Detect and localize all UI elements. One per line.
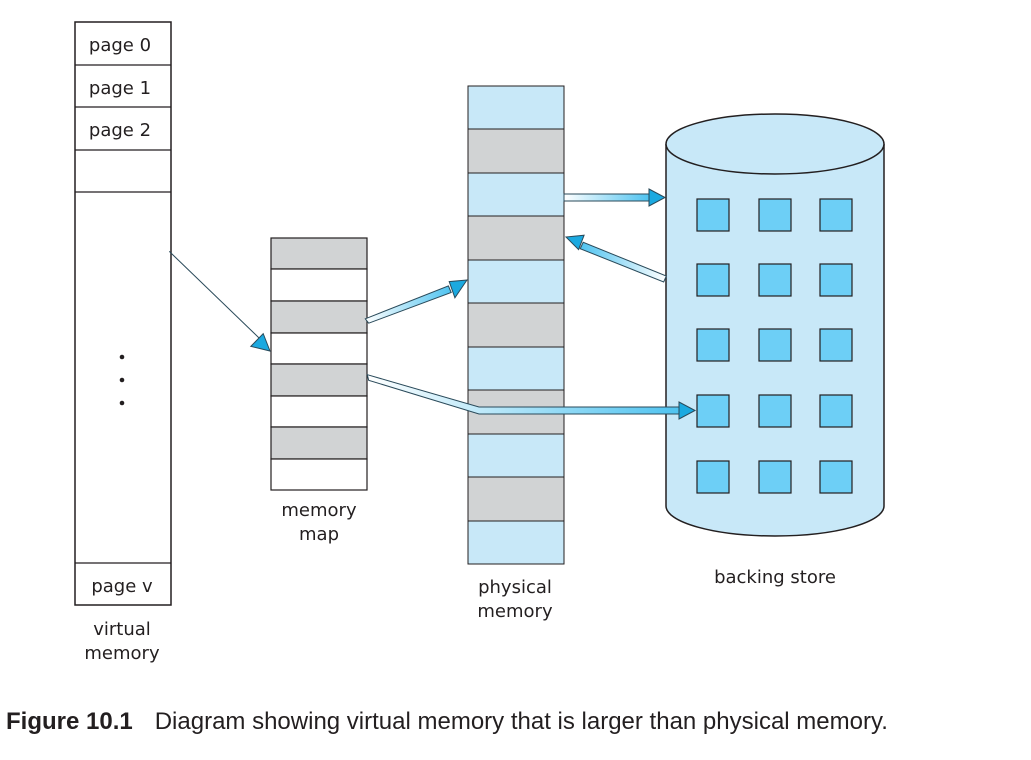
backing-store: backing store [665,113,885,588]
virtual-memory-label: memory [84,643,160,664]
physical-memory-label: physical [478,577,552,598]
arrow-physical-to-backing-store [563,188,667,207]
ellipsis-dot [119,354,125,360]
page-label: page 0 [89,35,151,56]
physical-memory-label: memory [477,601,553,622]
memory-map-label: map [299,524,339,545]
backing-store-label: backing store [714,567,836,588]
arrow-backing-store-to-physical [564,234,667,283]
arrow-map-to-physical [364,279,469,324]
figure-caption: Figure 10.1 Diagram showing virtual memor… [6,708,888,736]
physical-memory: physical memory [467,85,565,622]
page-label: page v [91,576,153,597]
figure-number: Figure 10.1 [6,708,133,735]
virtual-memory: page 0 page 1 page 2 page v virtual memo… [74,21,172,664]
page-label: page 2 [89,120,151,141]
virtual-memory-label: virtual [93,619,151,640]
memory-map: memory map [270,237,368,545]
ellipsis-dot [119,400,125,406]
arrow-map-to-backing-store [366,373,697,420]
ellipsis-dot [119,377,125,383]
memory-map-label: memory [281,500,357,521]
virtual-memory-diagram: page 0 page 1 page 2 page v virtual memo… [74,21,885,664]
arrow-virtual-to-map [168,251,271,352]
arrows [168,188,697,420]
caption-text: Diagram showing virtual memory that is l… [154,708,888,735]
storage-blocks [696,198,853,494]
page-label: page 1 [89,78,151,99]
